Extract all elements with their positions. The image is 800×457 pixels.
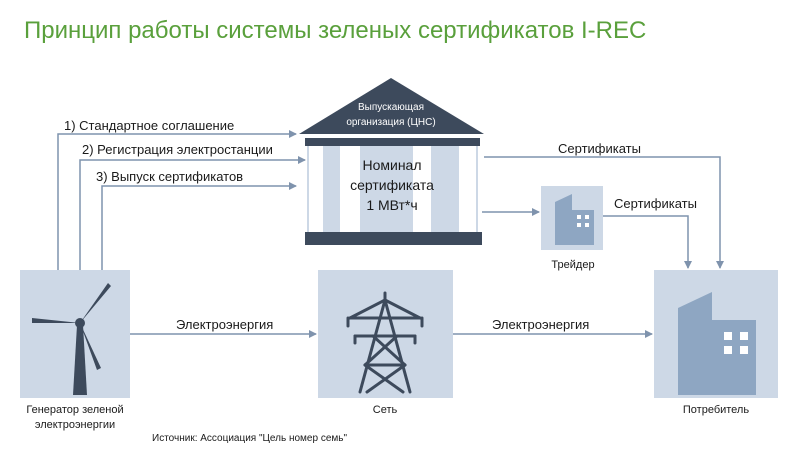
grid-node: Сеть <box>318 270 453 416</box>
nominal-line2: сертификата <box>350 177 434 193</box>
connectors <box>57 130 724 338</box>
issuer-roof-line1: Выпускающая <box>358 102 424 113</box>
arrow-step-3 <box>101 182 297 270</box>
issuer-column-3 <box>413 146 431 232</box>
step-3-label: 3) Выпуск сертификатов <box>96 169 243 184</box>
generator-label-line2: электроэнергии <box>35 419 115 431</box>
consumer-label: Потребитель <box>683 404 749 416</box>
issuer-architrave <box>305 138 480 146</box>
trader-node: Трейдер <box>541 186 603 271</box>
issuer-roof-line2: организация (ЦНС) <box>346 117 435 128</box>
grid-label: Сеть <box>373 404 398 416</box>
certificates-label-trader: Сертификаты <box>614 196 697 211</box>
issuer-column-1 <box>309 146 323 232</box>
certificates-label-top: Сертификаты <box>558 141 641 156</box>
issuer-roof <box>299 78 484 134</box>
issuer-body <box>307 146 478 232</box>
step-2-label: 2) Регистрация электростанции <box>82 142 273 157</box>
electricity-label-right: Электроэнергия <box>492 317 589 332</box>
source-note: Источник: Ассоциация "Цель номер семь" <box>152 433 347 444</box>
consumer-building-icon <box>678 292 756 395</box>
issuer-column-4 <box>459 146 476 232</box>
arrow-certificates-consumer <box>484 156 724 269</box>
issuer-base <box>305 232 482 245</box>
electricity-label-left: Электроэнергия <box>176 317 273 332</box>
issuer-column-2 <box>340 146 360 232</box>
trader-building-icon <box>555 194 594 245</box>
consumer-node: Потребитель <box>654 270 778 416</box>
step-1-label: 1) Стандартное соглашение <box>64 118 234 133</box>
issuer-node: Выпускающая организация (ЦНС) Номинал се… <box>299 78 484 245</box>
grid-box <box>318 270 453 398</box>
trader-label: Трейдер <box>551 259 594 271</box>
wind-turbine-icon <box>32 283 111 395</box>
arrow-trader-consumer <box>603 215 692 269</box>
generator-label-line1: Генератор зеленой <box>26 404 123 416</box>
nominal-line3: 1 МВт*ч <box>366 197 417 213</box>
power-tower-icon <box>346 291 424 394</box>
nominal-line1: Номинал <box>362 157 421 173</box>
arrow-step-1 <box>57 130 297 270</box>
arrow-step-2 <box>79 156 306 270</box>
page-title: Принцип работы системы зеленых сертифика… <box>24 17 646 44</box>
generator-node: Генератор зеленой электроэнергии <box>20 270 130 431</box>
